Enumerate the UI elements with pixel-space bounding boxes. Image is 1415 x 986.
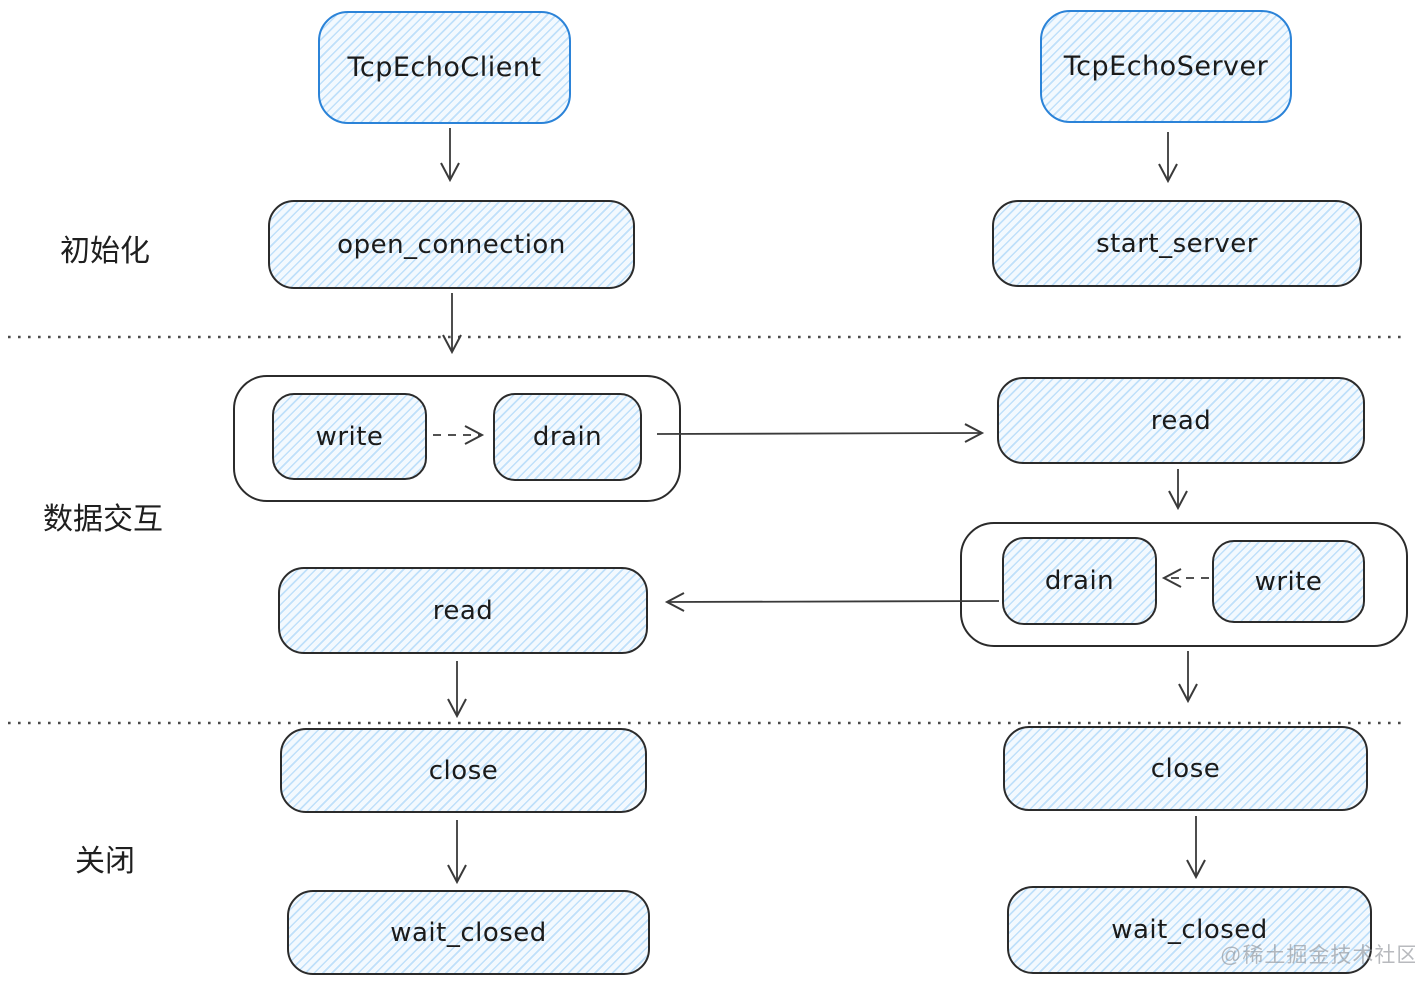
node-tcp-echo-client: TcpEchoClient	[318, 11, 571, 124]
node-label: write	[315, 421, 384, 452]
node-label: start_server	[1096, 228, 1258, 259]
node-label: wait_closed	[390, 917, 547, 948]
node-label: wait_closed	[1111, 915, 1268, 945]
node-label: close	[428, 755, 499, 786]
node-client-wait-closed: wait_closed	[287, 890, 650, 975]
node-label: TcpEchoServer	[1063, 51, 1269, 82]
node-tcp-echo-server: TcpEchoServer	[1040, 10, 1292, 123]
phase-label-init: 初始化	[60, 235, 150, 268]
node-label: write	[1254, 566, 1323, 597]
node-server-wait-closed: wait_closed	[1007, 886, 1372, 974]
phase-label-close: 关闭	[75, 845, 135, 878]
phase-label-data: 数据交互	[43, 503, 163, 536]
node-server-drain: drain	[1002, 537, 1157, 625]
node-client-drain: drain	[493, 393, 642, 481]
node-label: open_connection	[337, 229, 566, 260]
node-server-write: write	[1212, 540, 1365, 623]
node-label: read	[1150, 405, 1212, 436]
node-label: close	[1150, 753, 1221, 784]
arrow-client-drain-to-server-read	[656, 423, 985, 443]
arrow-server-drain-to-client-read	[664, 592, 1000, 612]
node-server-read: read	[997, 377, 1365, 464]
node-client-close: close	[280, 728, 647, 813]
node-client-write: write	[272, 393, 427, 480]
node-server-close: close	[1003, 726, 1368, 811]
node-client-read: read	[278, 567, 648, 654]
node-label: drain	[1044, 566, 1115, 596]
node-open-connection: open_connection	[268, 200, 635, 289]
watermark: @稀土掘金技术社区	[1220, 944, 1415, 967]
node-label: drain	[532, 422, 603, 452]
node-label: read	[432, 595, 494, 626]
node-start-server: start_server	[992, 200, 1362, 287]
node-label: TcpEchoClient	[347, 52, 542, 83]
